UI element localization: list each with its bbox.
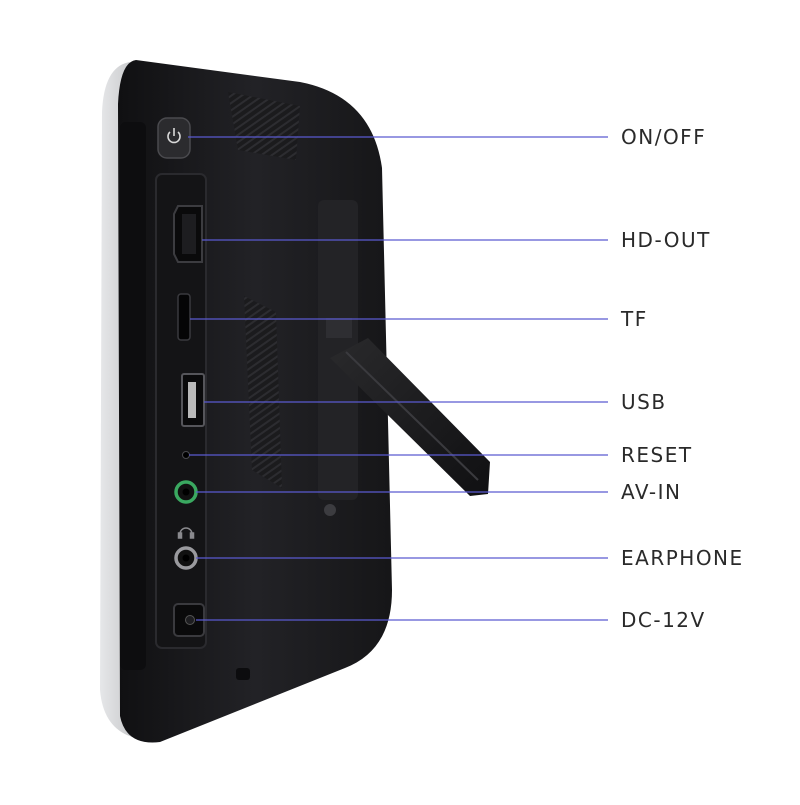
side-vent: [244, 296, 282, 488]
usb-tongue: [188, 382, 196, 418]
side-strip: [120, 122, 146, 670]
mount-plate: [326, 318, 352, 338]
label-reset: RESET: [621, 443, 693, 467]
label-av-in: AV-IN: [621, 480, 682, 504]
bottom-foot: [236, 668, 250, 680]
earphone-jack-hole: [182, 554, 190, 562]
dc-power-pin: [185, 615, 195, 625]
label-on-off: ON/OFF: [621, 125, 707, 149]
support-arm: [330, 338, 490, 496]
top-vent: [228, 92, 300, 160]
tf-card-slot[interactable]: [177, 293, 191, 341]
power-button[interactable]: [157, 117, 191, 159]
label-dc-12v: DC-12V: [621, 608, 706, 632]
reset-pinhole[interactable]: [182, 451, 190, 459]
arm-ridge: [345, 351, 479, 481]
mount-bracket: [318, 200, 358, 500]
label-hd-out: HD-OUT: [621, 228, 711, 252]
screw-icon: [324, 504, 336, 516]
av-in-jack-hole: [182, 488, 190, 496]
label-tf: TF: [621, 307, 648, 331]
headphone-icon: [177, 527, 195, 539]
label-usb: USB: [621, 390, 667, 414]
hdmi-pins: [182, 214, 196, 254]
callout-lines: [188, 136, 608, 621]
power-icon: [167, 128, 181, 144]
label-earphone: EARPHONE: [621, 546, 744, 570]
